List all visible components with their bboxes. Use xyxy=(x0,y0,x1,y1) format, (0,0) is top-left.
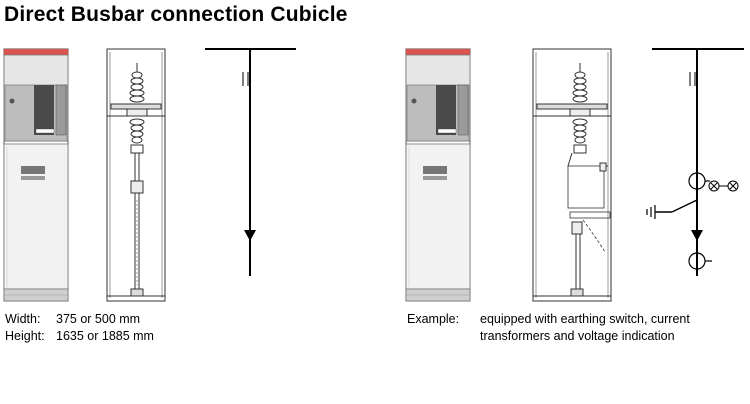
cross-circle-icon xyxy=(708,180,739,192)
left-cabinet-section-view xyxy=(106,48,166,302)
arrow-down-icon xyxy=(244,230,256,241)
height-label: Height: xyxy=(5,329,45,343)
page-title: Direct Busbar connection Cubicle xyxy=(4,3,348,26)
dimensions-caption: Width: 375 or 500 mm Height: 1635 or 188… xyxy=(5,311,154,345)
example-label: Example: xyxy=(407,312,460,326)
example-caption: Example: equipped with earthing switch, … xyxy=(407,311,690,345)
example-line-2: transformers and voltage indication xyxy=(480,329,675,343)
earth-symbol-icon xyxy=(646,205,656,219)
circle-icon xyxy=(688,172,710,190)
height-value: 1635 or 1885 mm xyxy=(56,329,154,343)
right-single-line-diagram xyxy=(652,48,744,276)
right-cabinet-section-view xyxy=(532,48,612,302)
arrow-down-icon xyxy=(691,230,703,241)
right-cabinet-front-view xyxy=(405,48,471,302)
example-line-1: equipped with earthing switch, current xyxy=(480,312,690,326)
circle-icon xyxy=(688,252,712,270)
width-value: 375 or 500 mm xyxy=(56,312,141,326)
left-cabinet-front-view xyxy=(3,48,69,302)
width-label: Width: xyxy=(5,312,41,326)
left-single-line-diagram xyxy=(205,48,296,276)
